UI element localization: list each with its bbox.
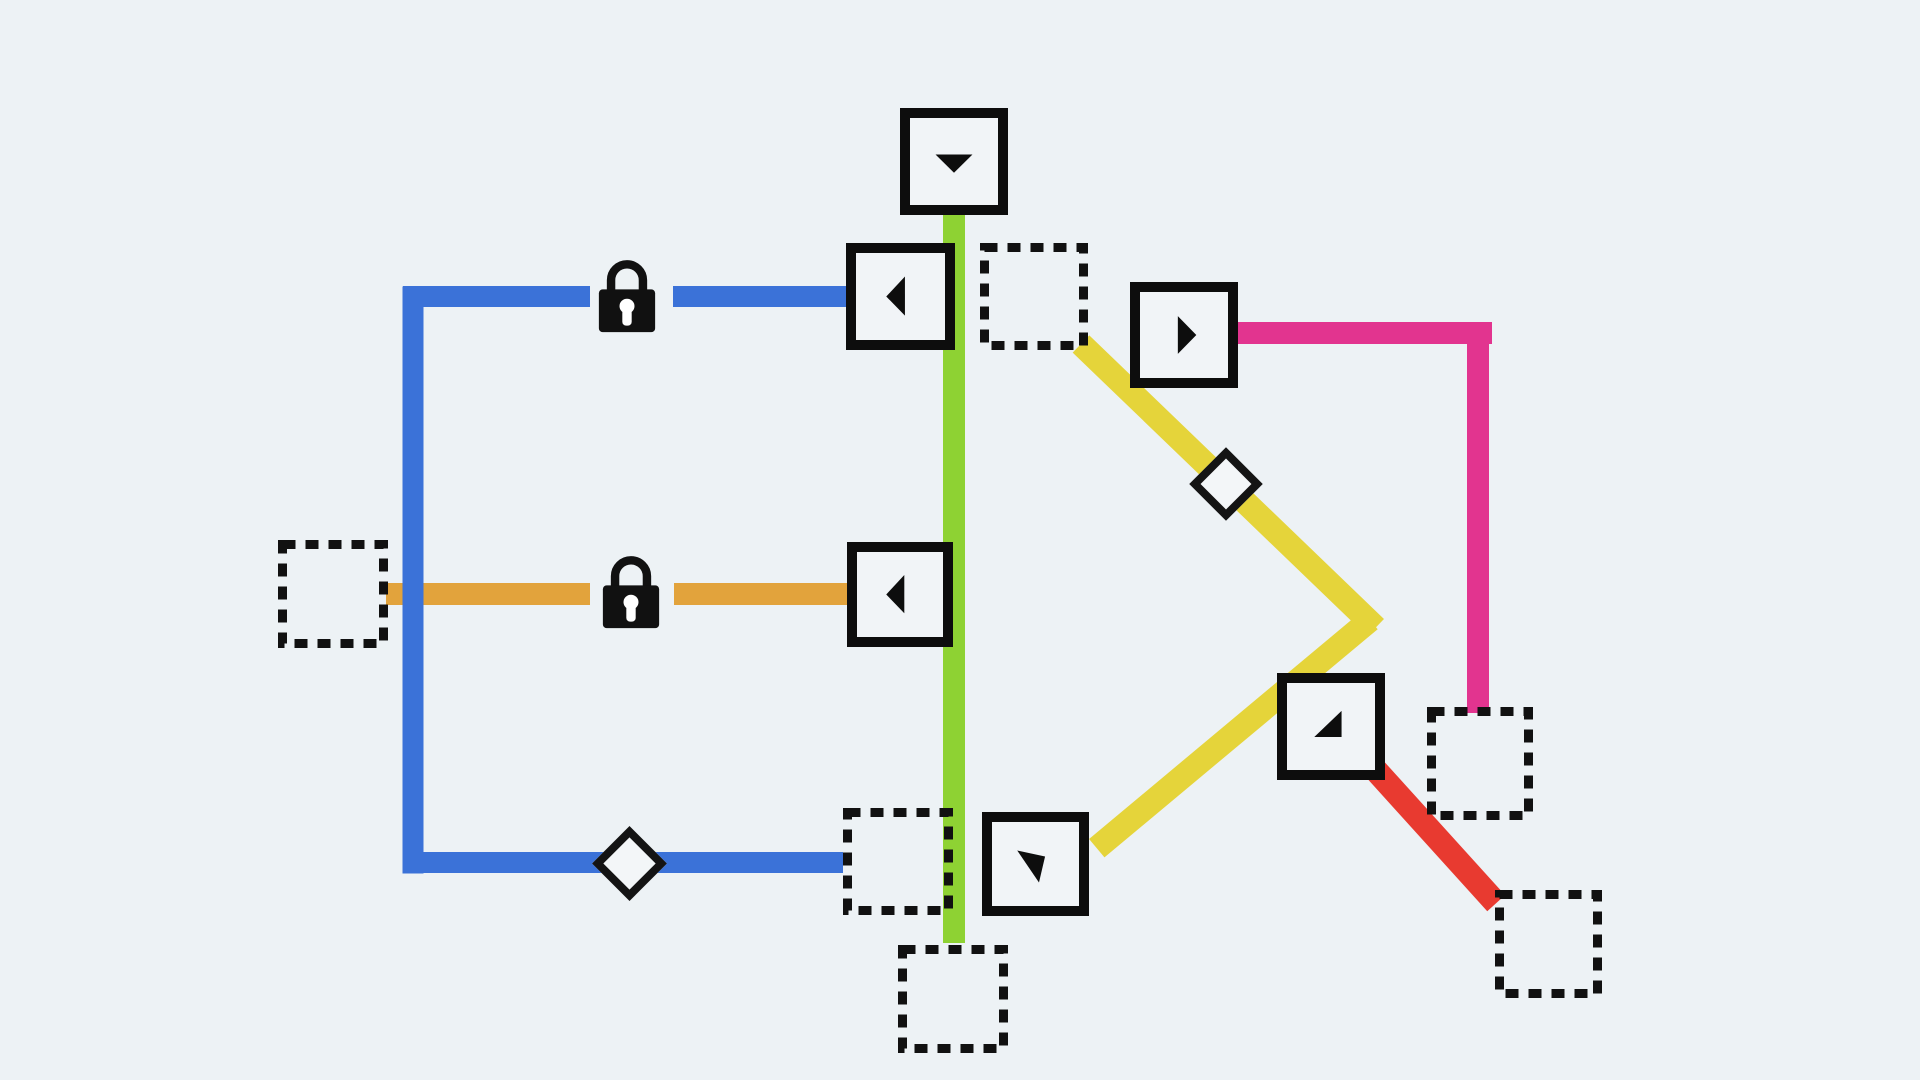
dashed-slot-outline	[843, 808, 953, 915]
arrow-diag-sw-icon	[1017, 850, 1046, 883]
lock-orange-line[interactable]	[601, 552, 661, 630]
empty-slot-bottom-right[interactable]	[1495, 890, 1602, 998]
lock-blue-line[interactable]	[597, 256, 657, 334]
pink-line-segment-1[interactable]	[1238, 322, 1492, 344]
padlock-icon	[598, 260, 656, 333]
arrow-right-icon	[1177, 316, 1197, 354]
empty-slot-bottom-left[interactable]	[843, 808, 953, 915]
arrow-box-diagonal-se[interactable]	[1277, 673, 1385, 780]
empty-slot-left[interactable]	[278, 540, 388, 648]
arrow-box-left-top[interactable]	[846, 243, 955, 350]
dashed-slot-outline	[1427, 707, 1533, 820]
arrow-left-icon	[886, 574, 905, 614]
arrow-box-down[interactable]	[900, 108, 1008, 215]
arrow-box-right[interactable]	[1130, 282, 1238, 388]
dashed-slot-outline	[898, 945, 1008, 1053]
blue-line-segment-2[interactable]	[673, 285, 846, 307]
blue-line-segment-1[interactable]	[403, 285, 590, 307]
dashed-slot-outline	[278, 540, 388, 648]
diamond-blue-line	[591, 825, 667, 901]
empty-slot-right[interactable]	[1427, 707, 1533, 820]
dashed-slot-outline	[980, 243, 1088, 350]
orange-line-segment-1[interactable]	[386, 583, 590, 605]
arrow-box-left-middle[interactable]	[847, 542, 953, 647]
empty-slot-top[interactable]	[980, 243, 1088, 350]
orange-line-segment-2[interactable]	[674, 583, 849, 605]
empty-slot-bottom-center[interactable]	[898, 945, 1008, 1053]
blue-line-segment-3[interactable]	[402, 286, 424, 873]
dashed-slot-outline	[1495, 890, 1602, 998]
arrow-left-icon	[886, 276, 905, 316]
arrow-box-diagonal-sw[interactable]	[982, 812, 1089, 916]
padlock-icon	[602, 556, 660, 629]
arrow-diag-se-icon	[1314, 710, 1342, 737]
pink-line-segment-2[interactable]	[1467, 322, 1489, 713]
arrow-down-icon	[935, 154, 973, 173]
